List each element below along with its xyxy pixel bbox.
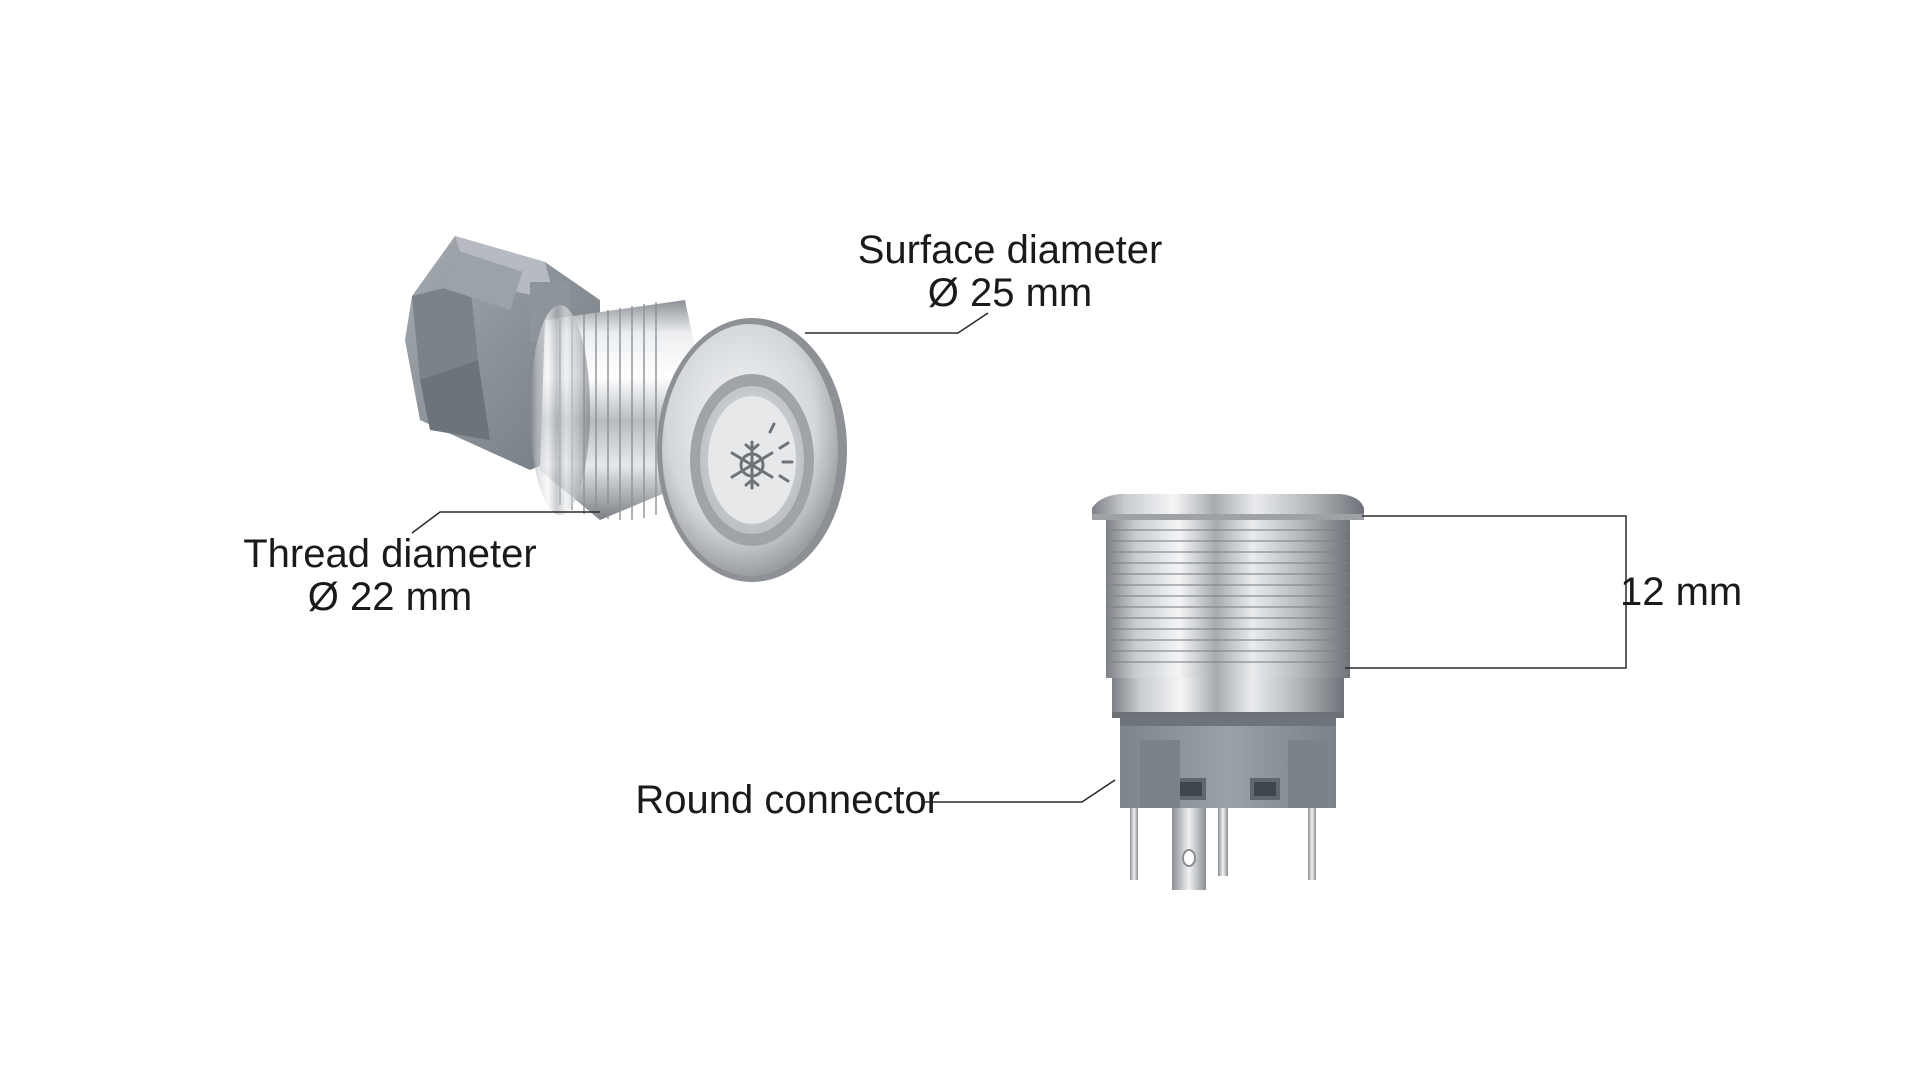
thread-diameter-label: Thread diameter Ø 22 mm xyxy=(220,533,560,619)
connector-housing-right xyxy=(1120,716,1336,808)
height-dimension-value: 12 mm xyxy=(1620,570,1743,614)
surface-diameter-label: Surface diameter Ø 25 mm xyxy=(830,229,1190,315)
switch-angled-view xyxy=(405,236,847,582)
leader-line-connector xyxy=(925,779,1116,803)
thread-diameter-title: Thread diameter xyxy=(243,532,537,576)
snowflake-sun-icon xyxy=(730,422,794,490)
surface-diameter-value: Ø 25 mm xyxy=(927,271,1093,315)
connector-housing-left xyxy=(405,236,600,470)
round-connector-label: Round connector xyxy=(600,779,940,822)
leader-lines xyxy=(411,312,1627,803)
surface-diameter-title: Surface diameter xyxy=(857,228,1163,272)
round-connector-title: Round connector xyxy=(635,778,940,822)
top-bezel-right xyxy=(1092,494,1364,520)
leader-line-thread xyxy=(411,511,600,534)
switch-side-view xyxy=(1092,494,1364,890)
thread-diameter-value: Ø 22 mm xyxy=(307,575,473,619)
dimension-line-height xyxy=(1345,515,1627,669)
threaded-barrel-right xyxy=(1106,520,1350,718)
height-dimension-label: 12 mm xyxy=(1620,571,1770,614)
connector-pins xyxy=(1130,808,1316,890)
leader-line-surface xyxy=(805,312,989,334)
